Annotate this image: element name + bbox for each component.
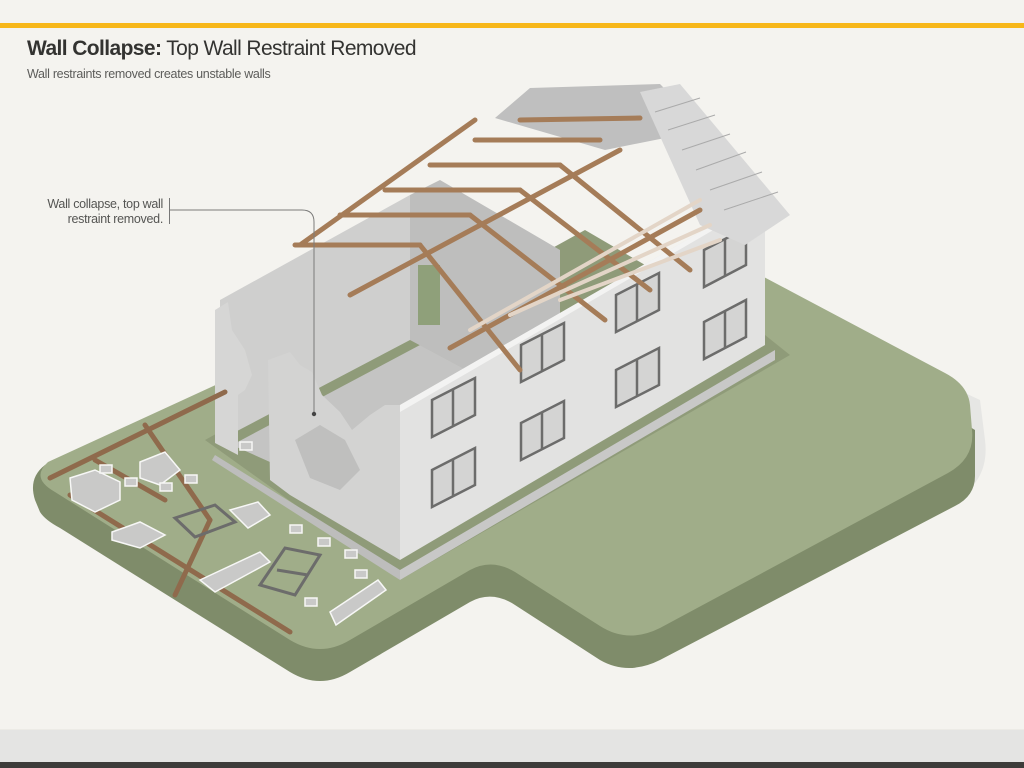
footer-bar [0, 762, 1024, 768]
title-bold: Wall Collapse: [27, 37, 162, 60]
callout-divider [169, 198, 170, 224]
page-subtitle: Wall restraints removed creates unstable… [27, 67, 271, 81]
roof-tiles [495, 84, 790, 245]
roof-battens [468, 198, 722, 332]
accent-top-rule [0, 23, 1024, 28]
fallen-window-frames [172, 503, 323, 597]
title-rest: Top Wall Restraint Removed [161, 37, 416, 60]
page-title: Wall Collapse: Top Wall Restraint Remove… [27, 37, 417, 61]
left-stepped-wall [215, 302, 252, 455]
facade-long [400, 195, 765, 560]
footer-band [0, 729, 1024, 762]
back-wall-left [220, 195, 410, 440]
callout-line-2: restraint removed. [67, 212, 164, 226]
callout-line-1: Wall collapse, top wall [47, 197, 163, 211]
callout-label: Wall collapse, top wall restraint remove… [20, 197, 163, 227]
window-opening-green [418, 265, 440, 325]
callout-leader-line [170, 209, 315, 412]
roof-trusses [292, 115, 703, 373]
facade-windows [430, 225, 748, 510]
rubble-debris [69, 441, 388, 627]
